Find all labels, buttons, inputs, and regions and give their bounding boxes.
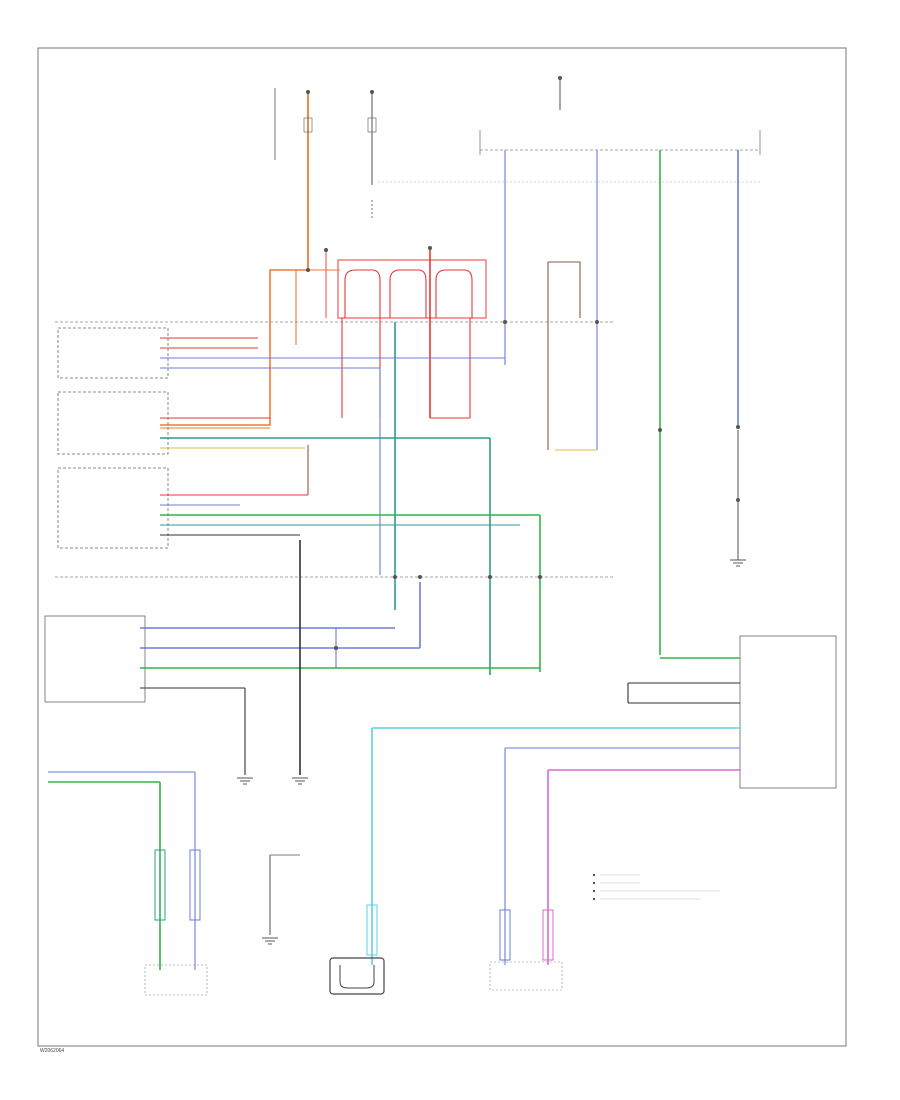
legend-notes — [592, 873, 720, 901]
ground-symbol-a — [237, 777, 253, 785]
ground-symbol-right — [730, 540, 746, 567]
splice-points — [306, 246, 662, 650]
switch-cluster — [325, 248, 487, 419]
diagram-id: W2062064 — [40, 1048, 64, 1054]
fuse-feed-left — [274, 88, 313, 270]
fuse-feed-middle — [367, 90, 377, 220]
control-module-right — [372, 635, 837, 789]
sensor-bottom-left — [48, 771, 208, 996]
sensor-bottom-right — [489, 909, 563, 991]
left-connector-block-3 — [57, 445, 541, 672]
sensor-bottom-center — [262, 854, 385, 995]
ground-symbol-b — [292, 777, 308, 785]
diagram-frame — [37, 47, 847, 1047]
left-connector-block-1 — [57, 327, 505, 575]
top-connector-bar — [378, 130, 761, 183]
relay-feed-top — [558, 76, 562, 110]
module-box-left — [44, 615, 146, 703]
left-connector-block-2 — [57, 391, 491, 675]
